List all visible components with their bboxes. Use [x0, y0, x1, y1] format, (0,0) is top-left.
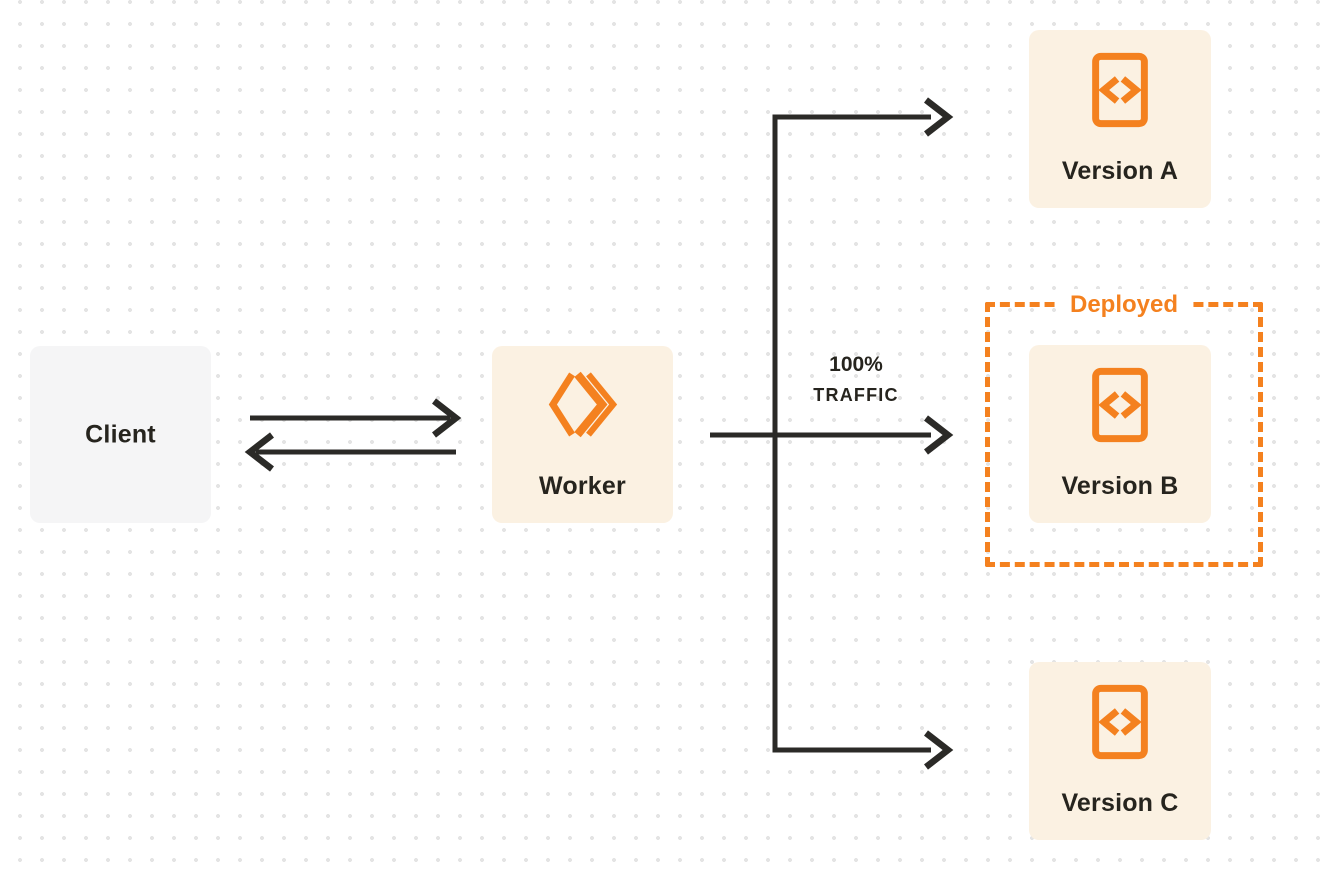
version-b-label: Version B [1061, 472, 1179, 500]
worker-node: Worker [492, 346, 673, 523]
client-label: Client [85, 420, 156, 448]
code-file-icon [1091, 684, 1149, 765]
arrowhead-to-version-a [924, 97, 954, 137]
version-b-node: Version B [1029, 345, 1211, 523]
traffic-label: 100% TRAFFIC [788, 350, 924, 411]
version-a-label: Version A [1061, 157, 1179, 185]
version-a-node: Version A [1029, 30, 1211, 208]
arrowhead-to-version-c [924, 730, 954, 770]
worker-label: Worker [539, 472, 626, 500]
cloudflare-workers-icon [546, 370, 620, 444]
traffic-word: TRAFFIC [813, 385, 899, 405]
arrowhead-client-to-worker [432, 398, 462, 438]
arrowhead-to-version-b [924, 415, 954, 455]
version-c-label: Version C [1061, 789, 1179, 817]
code-file-icon [1091, 52, 1149, 133]
client-node: Client [30, 346, 211, 523]
deployed-badge: Deployed [1057, 289, 1191, 321]
deployed-frame: Deployed [985, 289, 1263, 567]
traffic-percentage: 100% [829, 353, 883, 376]
code-file-icon [1091, 367, 1149, 448]
version-c-node: Version C [1029, 662, 1211, 840]
arrowhead-worker-to-client [244, 432, 274, 472]
